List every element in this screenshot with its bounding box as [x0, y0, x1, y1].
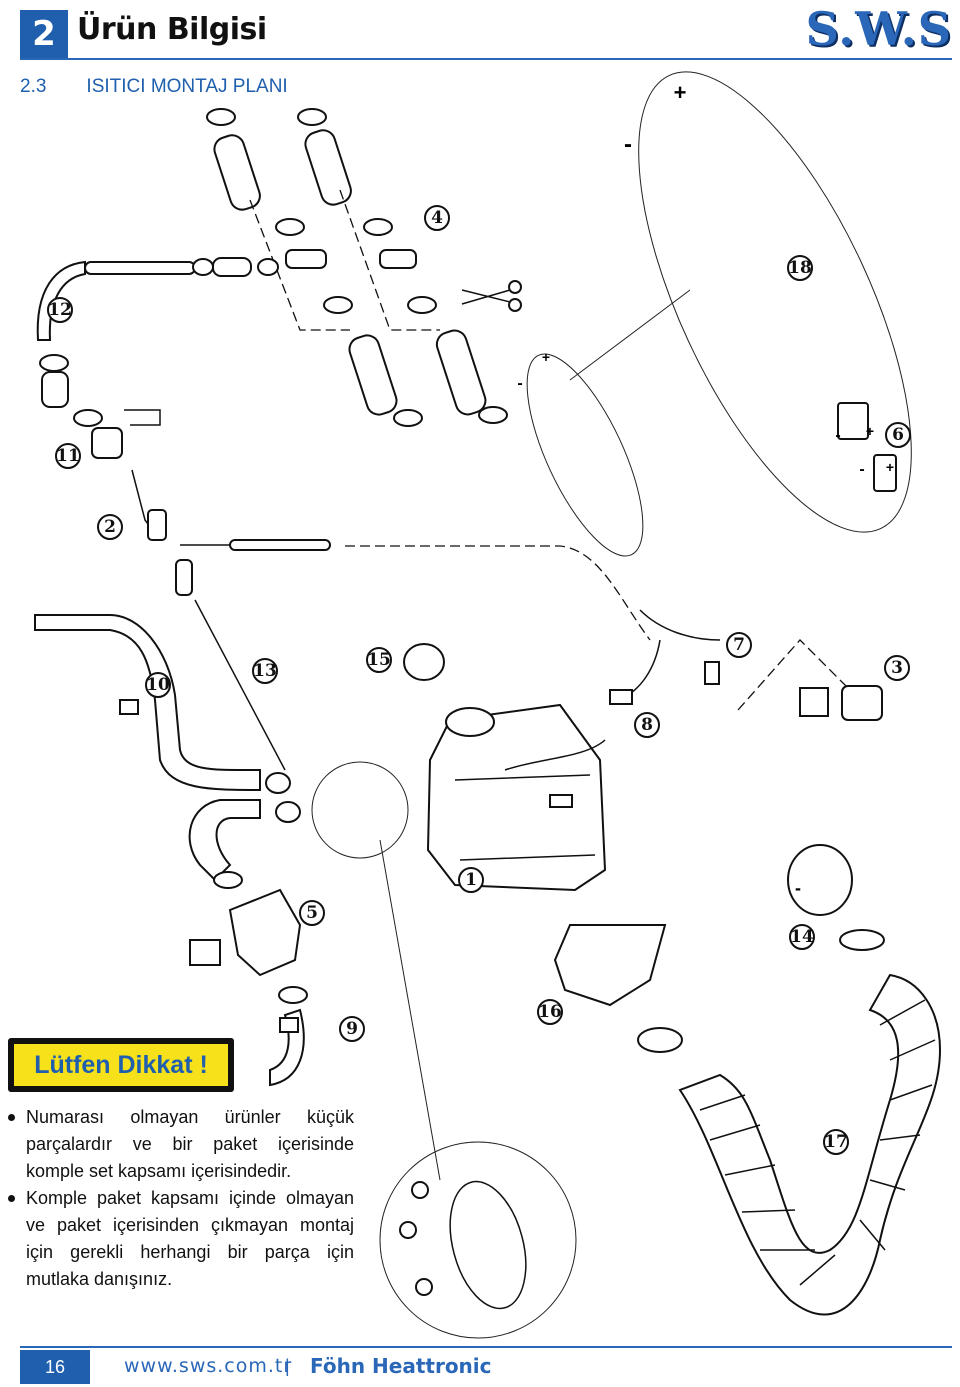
- part-callout-7: 7: [726, 632, 752, 658]
- part-callout-14: 14: [789, 924, 815, 950]
- part-callout-10: 10: [145, 672, 171, 698]
- part-number-5: 5: [306, 903, 318, 923]
- section-number: 2.3: [20, 76, 47, 97]
- part-callout-18: 18: [787, 255, 813, 281]
- part-callout-4: 4: [424, 205, 450, 231]
- chapter-number-badge: 2: [20, 10, 68, 58]
- part-number-11: 11: [56, 446, 80, 466]
- wiring-detail-ellipse: [638, 71, 912, 533]
- attention-note: Numarası olmayan ürünler küçük parçalard…: [8, 1104, 354, 1185]
- part-callout-1: 1: [458, 867, 484, 893]
- part-callout-17: 17: [823, 1129, 849, 1155]
- part-callout-12: 12: [47, 297, 73, 323]
- part-number-3: 3: [891, 658, 903, 678]
- part-number-15: 15: [367, 650, 391, 670]
- part-callout-6: 6: [885, 422, 911, 448]
- part-callout-2: 2: [97, 514, 123, 540]
- footer-brand: Föhn Heattronic: [310, 1354, 492, 1378]
- polarity-minus-plug: -: [835, 427, 840, 444]
- polarity-plus-top: +: [674, 80, 687, 105]
- heater-unit: [403, 643, 607, 892]
- footer-website: www.sws.com.tr: [124, 1355, 293, 1377]
- part-number-13: 13: [253, 661, 277, 681]
- polarity-plus-plug: +: [866, 423, 874, 439]
- part-number-10: 10: [146, 675, 170, 695]
- part-number-16: 16: [538, 1002, 562, 1022]
- polarity-minus-outlet: -: [795, 878, 801, 898]
- polarity-plus-plug-2: +: [886, 459, 894, 475]
- header-divider: [20, 58, 952, 60]
- mounting-plate-detail: [311, 761, 409, 859]
- part-number-2: 2: [104, 517, 116, 537]
- part-callout-11: 11: [55, 443, 81, 469]
- part-number-14: 14: [790, 927, 814, 947]
- section-title: ISITICI MONTAJ PLANI: [86, 76, 288, 97]
- attention-notes: Numarası olmayan ürünler küçük parçalard…: [8, 1104, 354, 1293]
- page-number: 16: [20, 1350, 90, 1384]
- polarity-minus-top: -: [624, 131, 632, 158]
- part-callout-16: 16: [537, 999, 563, 1025]
- wiring-detail-ellipse-small: [526, 353, 644, 557]
- section-heading: 2.3 ISITICI MONTAJ PLANI: [20, 76, 288, 98]
- part-number-9: 9: [346, 1019, 358, 1039]
- part-callout-5: 5: [299, 900, 325, 926]
- part-number-18: 18: [788, 258, 812, 278]
- fuel-line-assembly: [36, 108, 522, 427]
- part-number-7: 7: [733, 635, 745, 655]
- part-number-8: 8: [641, 715, 653, 735]
- attention-note: Komple paket kapsamı içinde olmayan ve p…: [8, 1185, 354, 1293]
- part-callout-15: 15: [366, 647, 392, 673]
- footer-divider: [20, 1346, 952, 1348]
- polarity-plus-small: +: [542, 349, 550, 365]
- fuel-pump: [91, 409, 331, 771]
- chapter-title: Ürün Bilgisi: [77, 12, 267, 47]
- polarity-minus-small: -: [517, 375, 522, 392]
- part-callout-9: 9: [339, 1016, 365, 1042]
- brand-logo: S.W.S: [805, 2, 952, 56]
- footer-separator: |: [285, 1356, 290, 1376]
- part-number-17: 17: [824, 1132, 848, 1152]
- part-callout-8: 8: [634, 712, 660, 738]
- attention-title: Lütfen Dikkat !: [14, 1044, 228, 1086]
- mounting-plate-detail-large: [379, 1141, 577, 1339]
- part-number-4: 4: [431, 208, 443, 228]
- part-number-12: 12: [48, 300, 72, 320]
- part-callout-13: 13: [252, 658, 278, 684]
- attention-box: Lütfen Dikkat !: [8, 1038, 234, 1092]
- part-number-6: 6: [892, 425, 904, 445]
- part-number-1: 1: [465, 870, 477, 890]
- polarity-minus-plug-2: -: [859, 461, 864, 478]
- part-callout-3: 3: [884, 655, 910, 681]
